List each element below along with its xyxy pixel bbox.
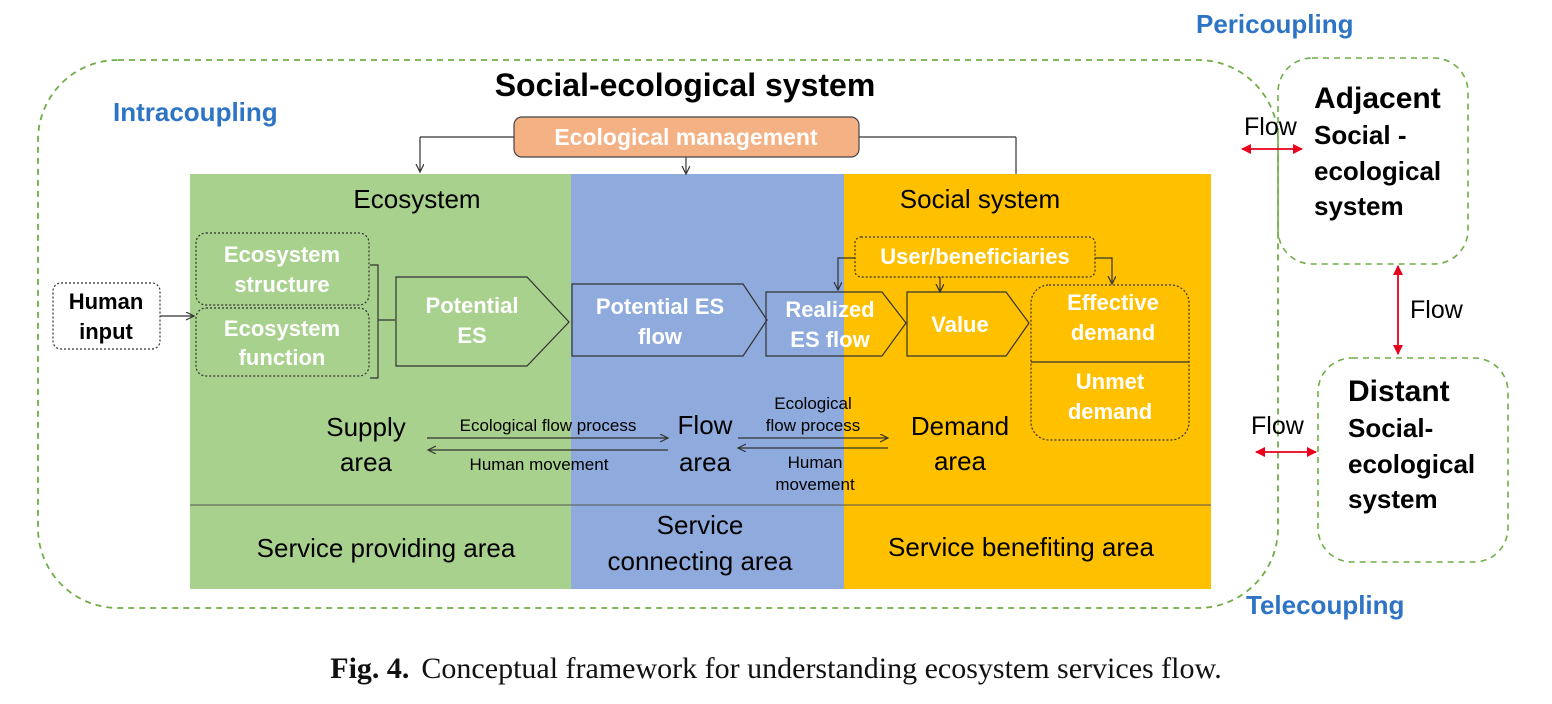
flow-area-line1: Flow <box>678 410 733 440</box>
ecological-flow-label-1: Ecological flow process <box>460 416 637 435</box>
ecosystem-function-line2: function <box>239 345 326 370</box>
users-arrow-realized <box>838 257 855 290</box>
effective-demand-line1: Effective <box>1067 290 1159 315</box>
telecoupling-label: Telecoupling <box>1246 590 1404 620</box>
ecological-flow-label-2b: flow process <box>766 416 860 435</box>
adjacent-line3: system <box>1314 191 1404 221</box>
ecosystem-structure-line1: Ecosystem <box>224 242 340 267</box>
caption-text: Conceptual framework for understanding e… <box>421 652 1222 685</box>
ecosystem-panel <box>190 174 571 589</box>
ecosystem-heading: Ecosystem <box>353 184 480 214</box>
flow-label-bottom: Flow <box>1251 412 1305 440</box>
flow-area-line2: area <box>679 447 732 477</box>
ecological-management-label: Ecological management <box>554 124 818 150</box>
ses-title: Social-ecological system <box>495 67 876 103</box>
unmet-demand-line1: Unmet <box>1076 369 1145 394</box>
ecosystem-structure-line2: structure <box>234 272 329 297</box>
flow-label-vertical: Flow <box>1410 296 1464 324</box>
human-movement-label-2a: Human <box>788 453 843 472</box>
figure-caption: Fig. 4. Conceptual framework for understa… <box>0 652 1552 686</box>
pericoupling-label: Pericoupling <box>1196 9 1353 39</box>
ses-boundary <box>37 59 1279 609</box>
value-shape <box>906 291 1030 357</box>
potential-es-shape <box>395 276 570 367</box>
ecosystem-structure-box <box>195 232 370 306</box>
caption-label: Fig. 4. <box>330 652 410 685</box>
service-connecting-line1: Service <box>657 510 744 540</box>
human-movement-label-1: Human movement <box>470 455 609 474</box>
ecological-flow-label-2a: Ecological <box>774 394 852 413</box>
distant-line1: Social- <box>1348 413 1433 443</box>
flow-label-top: Flow <box>1244 113 1298 141</box>
adjacent-line2: ecological <box>1314 156 1441 186</box>
ecosystem-function-box <box>195 307 370 377</box>
realized-es-flow-line2: ES flow <box>790 327 870 352</box>
potential-es-line1: Potential <box>426 293 519 318</box>
adjacent-line1: Social - <box>1314 120 1406 150</box>
human-movement-label-2b: movement <box>775 475 855 494</box>
potential-es-flow-shape <box>571 283 768 357</box>
potential-es-flow-line1: Potential ES <box>596 294 724 319</box>
distant-ses-box <box>1317 357 1509 563</box>
flow-panel <box>571 174 844 589</box>
users-label: User/beneficiaries <box>880 244 1070 269</box>
service-connecting-line2: connecting area <box>607 546 793 576</box>
demand-area-line2: area <box>934 446 987 476</box>
value-label: Value <box>931 312 988 337</box>
unmet-demand-line2: demand <box>1068 399 1152 424</box>
adjacent-title: Adjacent <box>1314 82 1441 115</box>
ecological-management-box <box>513 116 860 158</box>
human-input-line2: input <box>79 319 133 344</box>
distant-line2: ecological <box>1348 449 1475 479</box>
effective-demand-line2: demand <box>1071 320 1155 345</box>
ecosystem-function-line1: Ecosystem <box>224 316 340 341</box>
demand-area-line1: Demand <box>911 411 1009 441</box>
distant-title: Distant <box>1348 375 1450 408</box>
users-arrow-demand <box>1095 257 1112 284</box>
human-input-line1: Human <box>69 289 144 314</box>
social-system-heading: Social system <box>900 184 1060 214</box>
supply-area-line2: area <box>340 447 393 477</box>
service-benefiting-label: Service benefiting area <box>888 532 1154 562</box>
potential-es-flow-line2: flow <box>638 324 683 349</box>
bracket <box>370 264 379 379</box>
realized-es-flow-line1: Realized <box>785 297 874 322</box>
users-box <box>854 236 1096 278</box>
potential-es-line2: ES <box>457 323 486 348</box>
service-providing-label: Service providing area <box>257 533 516 563</box>
adjacent-ses-box <box>1277 57 1469 265</box>
social-panel <box>844 174 1211 589</box>
realized-es-flow-shape <box>765 291 907 357</box>
intracoupling-label: Intracoupling <box>113 97 278 127</box>
supply-area-line1: Supply <box>326 412 406 442</box>
distant-line3: system <box>1348 484 1438 514</box>
